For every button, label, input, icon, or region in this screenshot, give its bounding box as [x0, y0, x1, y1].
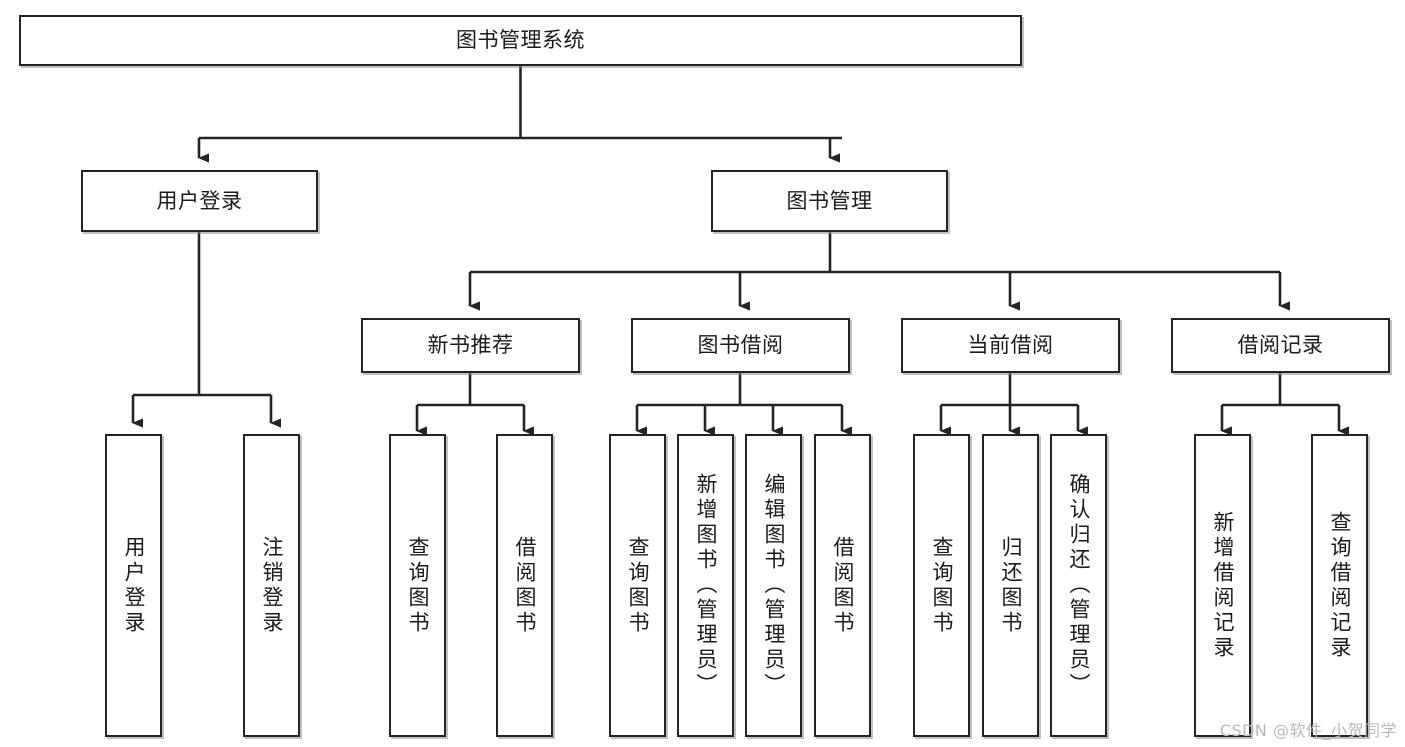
leaf-label: 查询图书	[626, 535, 650, 636]
node-root-label: 图书管理系统	[456, 28, 585, 53]
leaf-label: 借阅图书	[831, 535, 855, 636]
leaf-current-borrow-return[interactable]: 归还图书	[982, 434, 1039, 737]
node-new-book-recommend[interactable]: 新书推荐	[361, 318, 580, 373]
node-book-manage-label: 图书管理	[786, 188, 873, 213]
leaf-label: 确认归还（管理员）	[1067, 473, 1091, 698]
leaf-label: 归还图书	[999, 535, 1023, 636]
leaf-current-borrow-confirm[interactable]: 确认归还（管理员）	[1050, 434, 1107, 737]
leaf-label: 新增借阅记录	[1211, 510, 1235, 661]
node-user-login-label: 用户登录	[156, 188, 243, 213]
leaf-borrow-record-query[interactable]: 查询借阅记录	[1311, 434, 1368, 737]
leaf-user-login-logout[interactable]: 注销登录	[243, 434, 300, 737]
leaf-label: 查询借阅记录	[1328, 510, 1352, 661]
leaf-label: 借阅图书	[513, 535, 537, 636]
node-new-book-recommend-label: 新书推荐	[427, 333, 514, 358]
node-root[interactable]: 图书管理系统	[19, 15, 1022, 66]
leaf-label: 查询图书	[930, 535, 954, 636]
node-current-borrow[interactable]: 当前借阅	[901, 318, 1120, 373]
leaf-current-borrow-query[interactable]: 查询图书	[913, 434, 970, 737]
leaf-book-borrow-query[interactable]: 查询图书	[609, 434, 666, 737]
leaf-label: 用户登录	[122, 535, 146, 636]
node-borrow-record[interactable]: 借阅记录	[1171, 318, 1390, 373]
leaf-book-borrow-add[interactable]: 新增图书（管理员）	[677, 434, 734, 737]
leaf-new-book-query[interactable]: 查询图书	[389, 434, 446, 737]
leaf-user-login-login[interactable]: 用户登录	[105, 434, 162, 737]
node-current-borrow-label: 当前借阅	[967, 333, 1054, 358]
leaf-new-book-borrow[interactable]: 借阅图书	[496, 434, 553, 737]
watermark-text: CSDN @软件_小贺同学	[1219, 721, 1397, 740]
node-book-borrow-label: 图书借阅	[697, 333, 784, 358]
leaf-label: 查询图书	[406, 535, 430, 636]
leaf-book-borrow-lend[interactable]: 借阅图书	[814, 434, 871, 737]
node-book-manage[interactable]: 图书管理	[711, 170, 948, 232]
leaf-book-borrow-edit[interactable]: 编辑图书（管理员）	[745, 434, 802, 737]
node-book-borrow[interactable]: 图书借阅	[631, 318, 850, 373]
leaf-label: 编辑图书（管理员）	[762, 473, 786, 698]
node-borrow-record-label: 借阅记录	[1237, 333, 1324, 358]
leaf-borrow-record-add[interactable]: 新增借阅记录	[1194, 434, 1251, 737]
node-user-login[interactable]: 用户登录	[81, 170, 318, 232]
leaf-label: 新增图书（管理员）	[694, 473, 718, 698]
leaf-label: 注销登录	[260, 535, 284, 636]
